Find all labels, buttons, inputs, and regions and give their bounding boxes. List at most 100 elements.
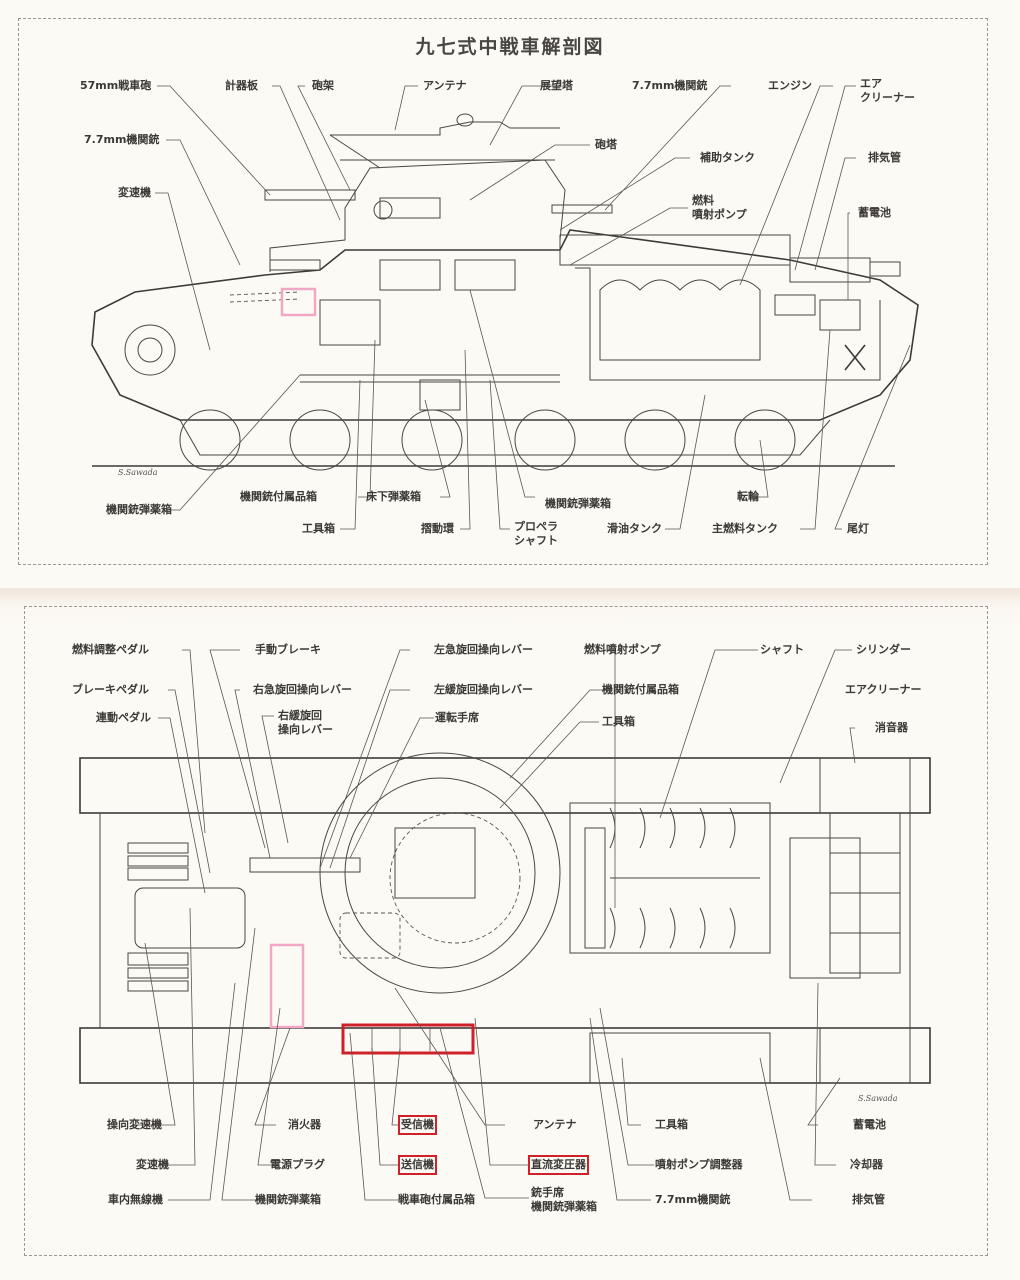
- label-turret: 砲塔: [595, 138, 617, 151]
- label-mg-ammo-box-left: 機関銃弾薬箱: [106, 503, 172, 516]
- battery-cells: [829, 812, 901, 974]
- artist-signature: S.Sawada: [858, 1094, 898, 1103]
- label-mg-accessory-box: 機関銃付属品箱: [602, 683, 679, 696]
- leader-lines: [155, 85, 911, 530]
- label-instrument-panel: 計器板: [225, 79, 258, 92]
- mg-ammo-box-shape: [319, 299, 381, 346]
- exhaust-tip: [869, 261, 901, 277]
- cupola: [456, 113, 474, 127]
- label-right-sharp-lever: 右急旋回操向レバー: [253, 683, 352, 696]
- ammo-rack-2: [454, 259, 516, 291]
- dashed-line: [229, 291, 301, 296]
- engine-cylinders: [609, 807, 736, 949]
- label-mg-77-front: 7.7mm機関銃: [84, 133, 160, 146]
- label-tool-box-bottom: 工具箱: [655, 1118, 688, 1131]
- label-cupola: 展望塔: [540, 79, 573, 92]
- label-floor-ammo-box: 床下弾薬箱: [366, 490, 421, 503]
- label-battery: 蓄電池: [853, 1118, 886, 1131]
- muffler-bottom: [819, 1027, 911, 1084]
- label-injection-pump-governor: 噴射ポンプ調整器: [655, 1158, 743, 1171]
- turret-roof: [330, 121, 560, 136]
- label-shaft: シャフト: [760, 643, 804, 656]
- red-highlight-box: [341, 1023, 475, 1055]
- label-air-cleaner: エア クリーナー: [860, 77, 915, 104]
- hull-outline: [91, 229, 919, 421]
- top-view-frame: [24, 606, 988, 1256]
- label-road-wheel: 転輪: [737, 490, 759, 503]
- label-hand-brake: 手動ブレーキ: [255, 643, 321, 656]
- rear-mg: [551, 204, 613, 214]
- label-lube-tank: 滑油タンク: [607, 522, 662, 535]
- rear-x-mark: [844, 344, 866, 371]
- label-cooler: 冷却器: [850, 1158, 883, 1171]
- label-muffler: 消音器: [875, 721, 908, 734]
- drive-sprocket-hub: [137, 337, 163, 363]
- label-fuel-injection-pump: 燃料噴射ポンプ: [584, 643, 661, 656]
- turret-basket: [389, 812, 521, 944]
- label-left-gentle-lever: 左緩旋回操向レバー: [434, 683, 533, 696]
- label-driver-seat: 運転手席: [435, 711, 479, 724]
- label-tool-box: 工具箱: [302, 522, 335, 535]
- label-fuel-injection-pump: 燃料 噴射ポンプ: [692, 194, 747, 221]
- tool-box-shape: [589, 1032, 771, 1084]
- label-antenna: アンテナ: [423, 79, 467, 92]
- label-propeller-shaft: プロペラ シャフト: [514, 520, 558, 547]
- label-exhaust-pipe: 排気管: [868, 151, 901, 164]
- label-mg-accessory-box: 機関銃付属品箱: [240, 490, 317, 503]
- road-wheel: [289, 409, 351, 471]
- hull-bottom-edge: [79, 1027, 931, 1084]
- label-gun-mount: 砲架: [312, 79, 334, 92]
- battery: [819, 299, 861, 331]
- label-mg-ammo-box-mid: 機関銃弾薬箱: [545, 497, 611, 510]
- side-view-frame: [18, 18, 988, 565]
- injection-pump: [584, 827, 606, 949]
- road-wheel: [624, 409, 686, 471]
- label-clutch-pedal: 連動ペダル: [96, 711, 151, 724]
- road-wheel: [179, 409, 241, 471]
- transmission-block: [134, 887, 246, 949]
- label-antenna: アンテナ: [533, 1118, 577, 1131]
- battery-box: [774, 294, 816, 316]
- engine-deck: [559, 234, 791, 266]
- label-radio: 車内無線機: [108, 1193, 163, 1206]
- label-air-cleaner: エアクリーナー: [845, 683, 922, 696]
- road-wheel: [514, 409, 576, 471]
- pink-highlight-box: [280, 287, 317, 317]
- pink-highlight-box: [269, 943, 305, 1029]
- track-bottom: [179, 419, 831, 456]
- engine-block: [575, 267, 881, 381]
- leader-lines: [132, 649, 856, 1201]
- label-57mm-gun: 57mm戦車砲: [80, 79, 152, 92]
- road-wheel: [734, 409, 796, 471]
- muffler-top: [819, 757, 911, 814]
- label-gun-accessory-box: 戦車砲付属品箱: [398, 1193, 475, 1206]
- floor-ammo-shape: [419, 379, 461, 411]
- label-throttle-pedal: 燃料調整ペダル: [72, 643, 149, 656]
- label-battery: 蓄電池: [858, 206, 891, 219]
- label-extinguisher: 消火器: [288, 1118, 321, 1131]
- label-receiver: 受信機: [398, 1115, 437, 1135]
- main-gun-barrel: [264, 189, 356, 201]
- engine-cylinders: [599, 279, 761, 361]
- label-gunner-seat-ammo: 銃手席 機関銃弾薬箱: [531, 1186, 597, 1213]
- label-transmission: 変速機: [136, 1158, 169, 1171]
- turret-floor: [394, 827, 476, 899]
- top-view-page: 燃料調整ペダル 手動ブレーキ 左急旋回操向レバー 燃料噴射ポンプ シャフト シリ…: [0, 588, 1020, 1280]
- label-slip-ring: 摺動環: [421, 522, 454, 535]
- road-wheels: [179, 409, 796, 471]
- cooler-block: [789, 837, 861, 979]
- label-mg-77: 7.7mm機関銃: [655, 1193, 731, 1206]
- label-mg-77-rear: 7.7mm機関銃: [632, 79, 708, 92]
- label-tool-box-top: 工具箱: [602, 715, 635, 728]
- label-transmitter: 送信機: [398, 1155, 437, 1175]
- dashed-line: [229, 298, 301, 303]
- left-drive-units: [127, 842, 189, 992]
- side-view-drawing: [91, 85, 919, 530]
- label-mg-ammo-box: 機関銃弾薬箱: [255, 1193, 321, 1206]
- label-aux-tank: 補助タンク: [700, 151, 755, 164]
- label-power-plug: 電源プラグ: [270, 1158, 325, 1171]
- hull-top-edge: [79, 757, 931, 814]
- label-cylinder: シリンダー: [856, 643, 911, 656]
- road-wheel: [401, 409, 463, 471]
- turret-outline: [269, 159, 566, 272]
